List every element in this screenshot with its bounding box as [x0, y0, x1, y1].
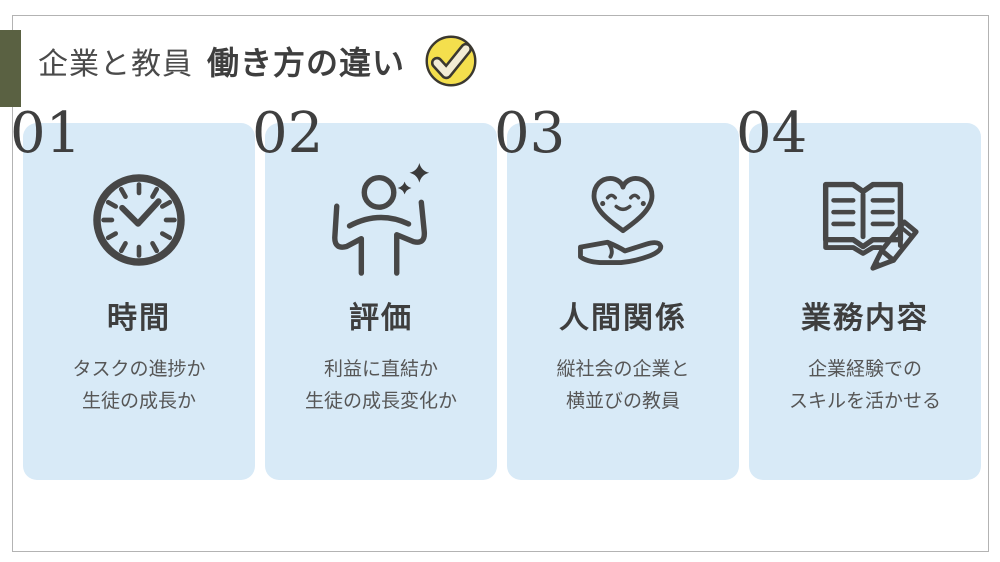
description-line: 利益に直結か [323, 358, 438, 380]
cheering-person-icon [322, 151, 440, 289]
card-title: 業務内容 [801, 301, 929, 336]
description-line: タスクの進捗か [72, 358, 206, 380]
description-line: 縦社会の企業と [556, 358, 690, 380]
card-number: 01 [10, 101, 82, 166]
card-number: 04 [736, 101, 808, 166]
card-description: タスクの進捗か 生徒の成長か [23, 353, 255, 418]
card-time: 01 時間 タスクの進捗か 生徒の成長か [10, 106, 255, 480]
book-pencil-icon [806, 151, 924, 289]
card-number: 02 [252, 101, 324, 166]
card-number: 03 [494, 101, 566, 166]
description-line: 生徒の成長変化か [304, 390, 457, 413]
card-title: 評価 [349, 301, 413, 336]
card-evaluation: 02 評価 利益に直結か 生徒の成長変化か [252, 106, 497, 480]
card-description: 利益に直結か 生徒の成長変化か [265, 353, 497, 418]
slide-border [12, 15, 989, 552]
description-line: 生徒の成長か [81, 390, 196, 413]
page-title-regular: 企業と教員 [38, 47, 193, 82]
accent-bar [0, 30, 21, 107]
description-line: 企業経験での [807, 358, 922, 380]
check-circle-icon [423, 33, 479, 89]
card-row: 01 時間 タスクの進捗か 生徒の成長か [10, 106, 981, 480]
description-line: スキルを活かせる [788, 390, 941, 413]
card-title: 人間関係 [559, 301, 687, 336]
card-description: 企業経験での スキルを活かせる [749, 353, 981, 418]
description-line: 横並びの教員 [565, 390, 680, 413]
card-title: 時間 [107, 301, 171, 336]
card-work-content: 04 業務内容 企業経 [736, 106, 981, 480]
slide-header: 企業と教員 働き方の違い [38, 32, 479, 90]
page-title-bold: 働き方の違い [207, 44, 406, 82]
card-description: 縦社会の企業と 横並びの教員 [507, 353, 739, 418]
clock-icon [83, 151, 195, 289]
card-relations: 03 人間関係 縦社会の企業と 横並びの教員 [494, 106, 739, 480]
heart-in-hand-icon [565, 151, 681, 289]
